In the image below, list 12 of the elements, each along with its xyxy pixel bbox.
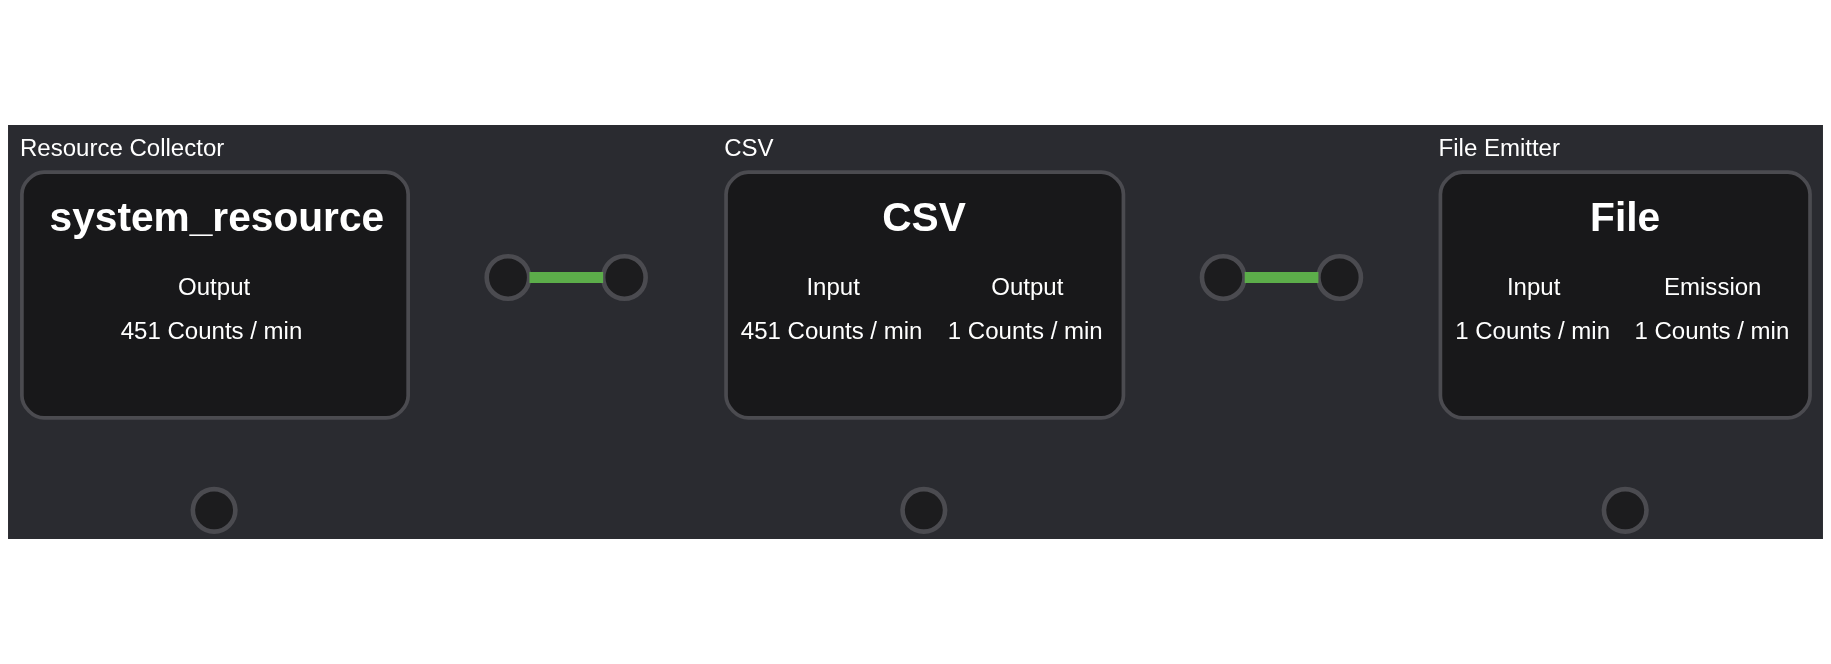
node-circle xyxy=(600,253,648,302)
connector xyxy=(1244,271,1319,284)
node-label: CSV xyxy=(724,134,774,162)
node-label: Resource Collector xyxy=(20,134,225,162)
node-label: File Emitter xyxy=(1438,134,1560,162)
node-circle xyxy=(190,486,238,534)
node-circle xyxy=(900,486,948,534)
node-circle xyxy=(484,253,532,302)
node-circle xyxy=(1601,486,1649,534)
connector xyxy=(529,271,604,284)
node-circle xyxy=(1316,253,1364,302)
node-circle xyxy=(1199,253,1247,302)
